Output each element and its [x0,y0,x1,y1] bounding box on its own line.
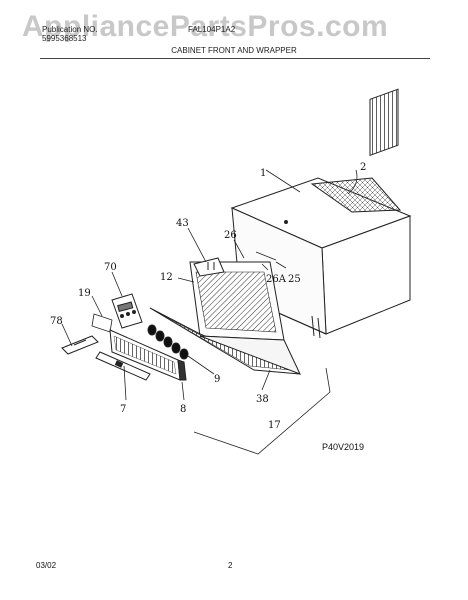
callout-7: 7 [120,404,126,415]
footer-page-number: 2 [228,561,233,570]
figure-reference: P40V2019 [322,442,365,452]
inlet-grille-tray [149,307,301,375]
control-panel [111,293,143,329]
callout-70: 70 [104,262,117,273]
callout-38: 38 [256,394,269,405]
callout-17: 17 [268,420,281,431]
trim-strip [95,351,151,381]
knob-set [147,324,189,360]
rear-grille-mesh [310,177,402,213]
side-louvres [369,88,399,157]
front-grille [195,271,277,333]
publication-number: 5995368513 [42,34,87,43]
publication-label: Publication NO. [42,25,98,34]
callout-2: 2 [360,162,366,173]
callout-26: 26 [224,230,237,241]
wrapper-cabinet [230,88,412,339]
callout-25: 25 [288,274,301,285]
callout-26a: 26A [266,274,287,285]
callout-1: 1 [260,168,266,179]
callout-8: 8 [180,404,186,415]
callout-9: 9 [214,374,220,385]
header-rule [40,58,430,59]
model-number: FAL104P1A2 [188,25,236,34]
front-panel [189,257,285,341]
callout-labels: 1 2 43 26 12 70 26A 25 19 78 9 38 7 8 17 [50,162,366,431]
callout-78: 78 [50,316,63,327]
callout-19: 19 [78,288,91,299]
page-title: CABINET FRONT AND WRAPPER [171,46,297,55]
watermark: AppliancePartsPros.com [22,10,389,43]
footer-date: 03/02 [36,561,57,570]
callout-12: 12 [160,272,173,283]
control-panel-frame [109,329,187,381]
remote-control [61,335,99,355]
leader-lines [61,169,358,455]
control-overlay [91,313,113,333]
callout-43: 43 [176,218,189,229]
